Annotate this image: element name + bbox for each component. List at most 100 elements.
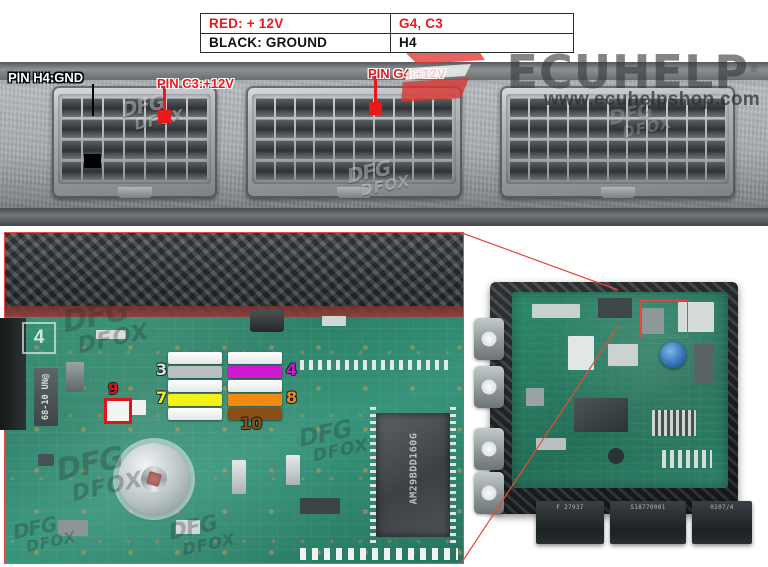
connector-pin <box>188 98 207 117</box>
pin-marker-g4-12v <box>369 102 382 115</box>
connector-pin <box>188 161 207 180</box>
connector-pin <box>588 161 607 180</box>
smd-component <box>532 304 580 318</box>
red-12v-pins: G4, C3 <box>399 15 443 31</box>
table-cell-supply-pins: G4, C3 <box>391 14 573 33</box>
solder-pad-blank <box>228 380 282 392</box>
connector-pin <box>275 140 294 159</box>
table-row: BLACK: GROUND H4 <box>201 32 573 52</box>
chip-lead-row-bottom <box>300 548 458 560</box>
connector-pin <box>62 98 81 117</box>
smd-component <box>678 302 714 332</box>
mounting-bracket <box>474 472 504 514</box>
full-ecu-board-photo: F 27937 S18770001 0207/4 <box>474 282 752 544</box>
board-pcb-surface <box>512 292 728 488</box>
ecu-connector-photo: DFG DFOX DFG DFOX DFG DFOX <box>0 62 768 226</box>
connector-pin <box>256 161 274 180</box>
connector-pin <box>667 140 686 159</box>
connector-pin <box>648 119 666 138</box>
connector-pin <box>188 119 207 138</box>
pad-number-3: 3 <box>156 360 168 379</box>
connector-pin <box>434 119 452 138</box>
connector-tab-a <box>117 187 152 198</box>
connector-pin <box>62 140 81 159</box>
smd-component <box>694 344 714 384</box>
connector-pin <box>529 161 548 180</box>
solder-pad-blank <box>168 380 222 392</box>
chip-legs-right <box>450 407 456 543</box>
connector-pin <box>315 161 334 180</box>
connector-pin <box>104 98 123 117</box>
pin-header <box>662 450 712 468</box>
connector-pin <box>510 119 528 138</box>
pin-leader-h4 <box>92 84 94 116</box>
smd-component <box>66 362 84 392</box>
connector-pin <box>295 161 314 180</box>
chip-lead-row-top <box>300 360 450 370</box>
table-cell-supply-label: RED: + 12V <box>201 14 391 33</box>
connector-pin <box>628 161 647 180</box>
board-mounting-screw <box>118 443 190 515</box>
connector-pin <box>687 119 706 138</box>
connector-pin <box>549 98 568 117</box>
solder-pad-blank <box>168 352 222 364</box>
connector-pin <box>707 161 725 180</box>
zoom-source-region-marker <box>640 300 688 338</box>
connector-pin <box>687 161 706 180</box>
chip-legs-left <box>370 407 376 543</box>
connector-pin <box>394 98 413 117</box>
solder-pad-blank <box>228 352 282 364</box>
connector-pin <box>374 161 393 180</box>
connector-pin <box>167 161 186 180</box>
connector-pin <box>167 119 186 138</box>
connector-pin <box>667 98 686 117</box>
pad-number-4: 4 <box>286 360 298 379</box>
smd-component <box>568 336 594 370</box>
connector-pin <box>374 140 393 159</box>
connector-pin <box>256 119 274 138</box>
connector-pin <box>529 98 548 117</box>
pin-leader-c3 <box>163 80 166 112</box>
smd-component <box>232 460 246 494</box>
connector-pin <box>687 140 706 159</box>
connector-pin <box>667 161 686 180</box>
mounting-bracket <box>474 428 504 470</box>
housing-top-lip <box>0 62 768 80</box>
connector-pin <box>146 161 165 180</box>
part-label-text: 68-10 UN@ <box>41 373 51 421</box>
connector-pin <box>414 119 433 138</box>
solder-pad-10 <box>228 408 282 420</box>
mounting-bracket <box>474 366 504 408</box>
smd-component <box>176 520 200 534</box>
connector-pin <box>335 98 353 117</box>
connector-pin <box>256 98 274 117</box>
solder-pad-3 <box>168 366 222 378</box>
connector-pin <box>588 140 607 159</box>
connector-pin <box>414 140 433 159</box>
smd-component <box>322 316 346 326</box>
pin-marker-h4-ground <box>84 154 101 168</box>
solder-pad-9 <box>104 398 132 424</box>
connector-pin <box>275 119 294 138</box>
connector-pin <box>687 98 706 117</box>
connector-pin <box>104 161 123 180</box>
smd-component <box>300 498 340 514</box>
closeup-connector-block <box>250 310 284 332</box>
connector-inner-c <box>506 94 729 184</box>
board-connector-2: S18770001 <box>610 501 686 544</box>
connector-pin <box>104 140 123 159</box>
board-connector-3: 0207/4 <box>692 501 752 544</box>
red-12v-label: RED: + 12V <box>209 15 284 31</box>
connector-pin <box>125 98 144 117</box>
connector-pin <box>549 161 568 180</box>
connector-pin <box>434 140 452 159</box>
pad-number-8: 8 <box>286 388 298 407</box>
connector-pin <box>414 98 433 117</box>
connector-pin <box>608 119 627 138</box>
smd-component <box>608 344 638 366</box>
black-ground-pins: H4 <box>399 35 417 51</box>
connector-pin <box>608 98 627 117</box>
connector-pin <box>510 140 528 159</box>
connector-pin <box>335 140 353 159</box>
connector-tab-b <box>337 187 371 198</box>
